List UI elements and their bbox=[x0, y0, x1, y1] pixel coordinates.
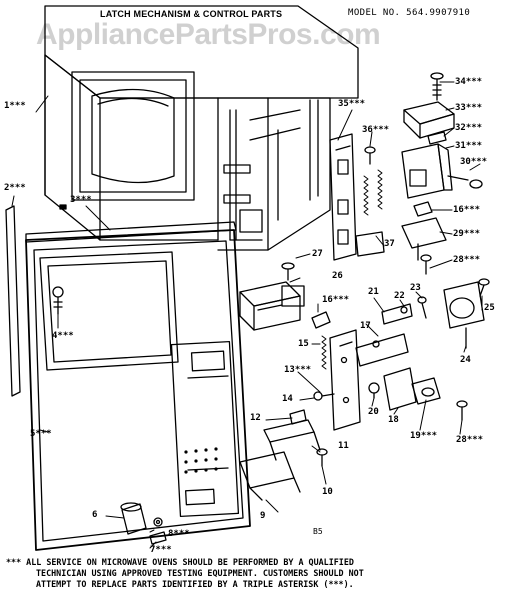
callout-6: 6 bbox=[92, 510, 98, 520]
service-footnote: *** ALL SERVICE ON MICROWAVE OVENS SHOUL… bbox=[6, 557, 501, 590]
callout-2: 2*** bbox=[4, 183, 26, 193]
callout-22: 22 bbox=[394, 291, 405, 301]
hook-10 bbox=[263, 419, 321, 461]
leader-lines-left bbox=[11, 95, 157, 549]
callout-24: 24 bbox=[460, 355, 471, 365]
clip-32 bbox=[427, 131, 447, 145]
switch-29 bbox=[401, 217, 447, 261]
callout-26: 26 bbox=[332, 271, 343, 281]
callout-9: 9 bbox=[260, 511, 266, 521]
callout-4: 4*** bbox=[52, 331, 74, 341]
leader-lines-right bbox=[265, 81, 483, 513]
washer-7-8 bbox=[149, 517, 167, 545]
screw-11 bbox=[316, 448, 328, 467]
footnote-line-1: *** ALL SERVICE ON MICROWAVE OVENS SHOUL… bbox=[6, 557, 354, 567]
callout-10: 10 bbox=[322, 487, 333, 497]
callout-27: 27 bbox=[312, 249, 323, 259]
callout-29: 29*** bbox=[453, 229, 481, 239]
screw-25 bbox=[478, 278, 490, 297]
screw-28-lower bbox=[456, 400, 468, 421]
lever-21 bbox=[381, 303, 413, 325]
screw-36 bbox=[364, 146, 376, 165]
callout-34: 34*** bbox=[455, 77, 483, 87]
callout-17: 17 bbox=[360, 321, 371, 331]
pin-22 bbox=[400, 306, 408, 314]
callout-23: 23 bbox=[410, 283, 421, 293]
callout-19: 19*** bbox=[410, 431, 438, 441]
callout-15: 15 bbox=[298, 339, 309, 349]
callout-3: 3*** bbox=[70, 195, 92, 205]
washer-20 bbox=[368, 382, 380, 399]
callout-36: 36*** bbox=[362, 125, 390, 135]
switch-19 bbox=[411, 377, 441, 405]
latch-bracket-35 bbox=[329, 133, 385, 261]
callout-5: 5*** bbox=[30, 429, 52, 439]
spring-15 bbox=[321, 335, 327, 370]
actuator-9 bbox=[239, 451, 301, 501]
callout-25: 25 bbox=[484, 303, 495, 313]
callout-21: 21 bbox=[368, 287, 379, 297]
screw-23 bbox=[417, 296, 427, 319]
callout-31: 31*** bbox=[455, 141, 483, 151]
motor-24 bbox=[443, 281, 485, 349]
callout-7: 7*** bbox=[150, 545, 172, 555]
screw-28-upper bbox=[420, 254, 432, 275]
callout-12: 12 bbox=[250, 413, 261, 423]
diagram-title: LATCH MECHANISM & CONTROL PARTS bbox=[100, 9, 283, 19]
interlock-switch-31 bbox=[401, 143, 483, 199]
springs-37 bbox=[363, 169, 383, 216]
footnote-line-3: ATTEMPT TO REPLACE PARTS IDENTIFIED BY A… bbox=[36, 579, 354, 589]
pin-13-14 bbox=[313, 391, 335, 401]
oven-cabinet bbox=[44, 5, 359, 251]
clip-16-mid bbox=[311, 311, 331, 329]
screw-34 bbox=[430, 72, 444, 101]
callout-37: 37 bbox=[384, 239, 395, 249]
footnote-line-2: TECHNICIAN USING APPROVED TESTING EQUIPM… bbox=[36, 568, 364, 578]
knob-6 bbox=[120, 502, 147, 535]
callout-30: 30*** bbox=[460, 157, 488, 167]
callout-1: 1*** bbox=[4, 101, 26, 111]
model-number: MODEL NO. 564.9907910 bbox=[348, 8, 471, 18]
switch-assembly-26 bbox=[239, 281, 305, 331]
choke-strip bbox=[25, 221, 237, 243]
callout-8: 8*** bbox=[168, 529, 190, 539]
callout-18: 18 bbox=[388, 415, 399, 425]
callout-16-top: 16*** bbox=[453, 205, 481, 215]
door-frame-front bbox=[25, 229, 251, 551]
callout-16-mid: 16*** bbox=[322, 295, 350, 305]
callout-11: 11 bbox=[338, 441, 349, 451]
clip-16-top bbox=[413, 201, 433, 217]
latch-plate bbox=[329, 329, 409, 431]
switch-bracket-33 bbox=[403, 101, 455, 139]
page-code: B5 bbox=[313, 527, 323, 536]
screw-4 bbox=[52, 286, 64, 315]
screw-27 bbox=[281, 262, 295, 281]
callout-14: 14 bbox=[282, 394, 293, 404]
callout-32: 32*** bbox=[455, 123, 483, 133]
callout-35: 35*** bbox=[338, 99, 366, 109]
callout-13: 13*** bbox=[284, 365, 312, 375]
callout-20: 20 bbox=[368, 407, 379, 417]
callout-28-upper: 28*** bbox=[453, 255, 481, 265]
callout-33: 33*** bbox=[455, 103, 483, 113]
callout-28-lower: 28*** bbox=[456, 435, 484, 445]
door-seal-strip bbox=[5, 205, 21, 397]
bracket-18 bbox=[383, 367, 417, 411]
